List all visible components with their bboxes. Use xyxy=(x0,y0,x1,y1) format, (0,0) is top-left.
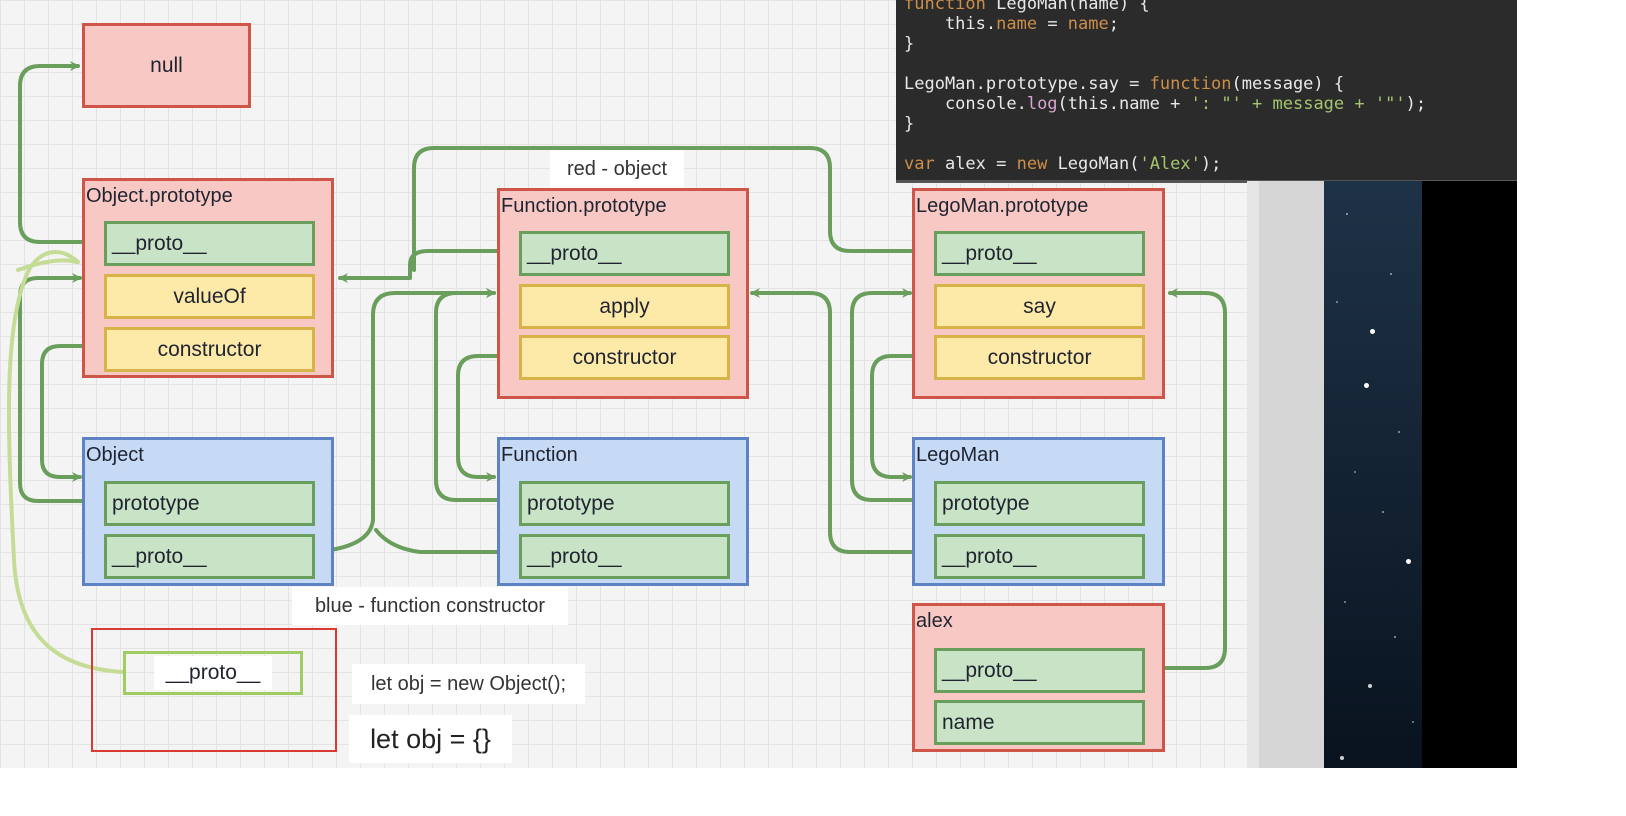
alex-object-title: alex xyxy=(916,610,953,632)
legoman-proto-field-slot: __proto__ xyxy=(934,534,1145,579)
arrow-funcproto-constructor-to-function xyxy=(456,354,521,482)
object-proto-field-slot: __proto__ xyxy=(104,534,315,579)
object-prototype-field-slot: prototype xyxy=(104,481,315,526)
alex-name-slot: name xyxy=(934,700,1145,745)
prototype-diagram: null Object.prototype __proto__ valueOf … xyxy=(0,0,1517,768)
note-new-object: let obj = new Object(); xyxy=(352,664,585,704)
code-panel: function LegoMan(name) { this.name = nam… xyxy=(896,0,1517,183)
obj-annotation-box: __proto__ xyxy=(91,628,337,752)
arrow-objproto-proto-to-null xyxy=(18,61,106,244)
prototype-links xyxy=(6,61,1227,674)
legoman-prototype-box: LegoMan.prototype __proto__ say construc… xyxy=(912,188,1165,399)
function-prototype-constructor-slot: constructor xyxy=(519,335,730,380)
legend-blue-function-constructor: blue - function constructor xyxy=(292,587,568,625)
arrow-object-prototype-to-objproto xyxy=(18,273,106,503)
arrow-funcproto-proto-to-objproto xyxy=(338,249,521,283)
arrow-legoman-prototype-to-legoproto xyxy=(850,288,936,502)
side-gray-panel xyxy=(1247,181,1324,768)
side-gray-strip xyxy=(1247,181,1259,768)
object-prototype-proto-slot: __proto__ xyxy=(104,221,315,266)
function-prototype-proto-slot: __proto__ xyxy=(519,231,730,276)
function-prototype-title: Function.prototype xyxy=(501,195,667,217)
legend-red-object: red - object xyxy=(550,150,684,188)
object-constructor-box: Object prototype __proto__ xyxy=(82,437,334,586)
object-prototype-title: Object.prototype xyxy=(86,185,233,207)
function-constructor-box: Function prototype __proto__ xyxy=(497,437,749,586)
function-proto-field-slot: __proto__ xyxy=(519,534,730,579)
arrow-legoproto-proto-to-objproto xyxy=(412,146,936,272)
arrow-objproto-constructor-to-object xyxy=(40,344,106,482)
arrow-legoman-proto-to-funcproto xyxy=(750,288,936,554)
function-prototype-field-slot: prototype xyxy=(519,481,730,526)
obj-proto-label: __proto__ xyxy=(153,656,273,690)
alex-object-box: alex __proto__ name xyxy=(912,603,1165,752)
legoman-prototype-field-slot: prototype xyxy=(934,481,1145,526)
arrow-obj-proto-to-objproto xyxy=(6,249,124,674)
legoman-prototype-proto-slot: __proto__ xyxy=(934,231,1145,276)
arrow-function-prototype-to-funcproto xyxy=(434,288,521,502)
legoman-prototype-say-slot: say xyxy=(934,284,1145,329)
legoman-prototype-title: LegoMan.prototype xyxy=(916,195,1089,217)
object-prototype-constructor-slot: constructor xyxy=(104,327,315,372)
arrow-function-proto-to-funcproto xyxy=(374,528,521,554)
null-box: null xyxy=(82,23,251,108)
arrow-object-proto-to-funcproto xyxy=(311,288,496,554)
legoman-constructor-title: LegoMan xyxy=(916,444,1000,466)
starfield-image xyxy=(1324,181,1422,768)
function-constructor-title: Function xyxy=(501,444,578,466)
object-prototype-valueof-slot: valueOf xyxy=(104,274,315,319)
null-label: null xyxy=(150,53,183,77)
function-prototype-apply-slot: apply xyxy=(519,284,730,329)
obj-proto-slot: __proto__ xyxy=(123,651,303,695)
arrow-legoproto-constructor-to-legoman xyxy=(870,354,936,482)
video-black-bar xyxy=(1422,181,1517,768)
function-prototype-box: Function.prototype __proto__ apply const… xyxy=(497,188,749,399)
legoman-prototype-constructor-slot: constructor xyxy=(934,335,1145,380)
note-object-literal: let obj = {} xyxy=(349,715,512,763)
arrow-alex-proto-to-legoproto xyxy=(1142,288,1227,670)
object-prototype-box: Object.prototype __proto__ valueOf const… xyxy=(82,178,334,378)
code-listing: function LegoMan(name) { this.name = nam… xyxy=(904,0,1427,174)
legoman-constructor-box: LegoMan prototype __proto__ xyxy=(912,437,1165,586)
alex-proto-slot: __proto__ xyxy=(934,648,1145,693)
object-constructor-title: Object xyxy=(86,444,144,466)
